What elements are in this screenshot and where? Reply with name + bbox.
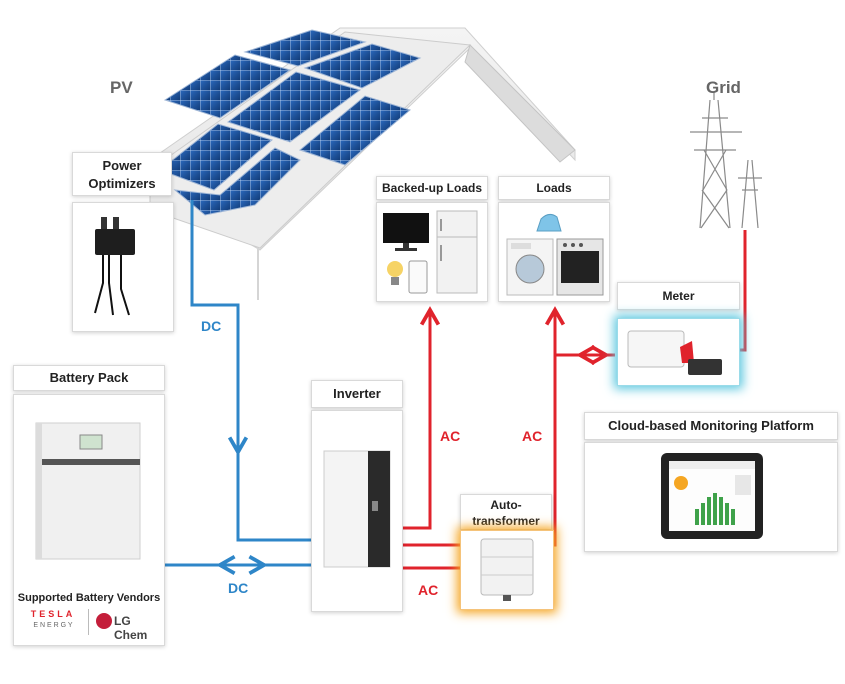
power-optimizer-icon [94, 217, 135, 316]
tesla-energy-logo: E N E R G Y [33, 622, 73, 629]
meter-device-icon [627, 330, 722, 375]
lg-logo-icon [96, 613, 112, 629]
backed-up-loads-title: Backed-up Loads [376, 176, 488, 200]
inverter-icon [323, 450, 391, 568]
meter-panel [617, 318, 740, 386]
cloud-platform-title: Cloud-based Monitoring Platform [584, 412, 838, 440]
dc-wiring [162, 200, 318, 576]
tv-icon [383, 213, 429, 251]
power-optimizers-panel [72, 202, 174, 332]
inverter-title: Inverter [311, 380, 403, 408]
supported-vendors-label: Supported Battery Vendors [17, 592, 161, 604]
loads-panel [498, 202, 610, 302]
oven-icon [556, 238, 604, 296]
power-tower-icon [690, 92, 762, 229]
inverter-panel [311, 410, 403, 612]
meter-title: Meter [617, 282, 740, 310]
power-optimizers-title: Power Optimizers [72, 152, 172, 196]
dc-label-pv: DC [201, 318, 222, 334]
ac-label-loads: AC [522, 428, 543, 444]
cloud-platform-panel [584, 442, 838, 552]
ac-label-backed-up: AC [440, 428, 461, 444]
tablet-icon [661, 453, 763, 539]
light-bulb-icon [387, 261, 403, 285]
fridge-icon [436, 210, 478, 294]
lg-chem-logo: LG Chem [114, 614, 148, 642]
ac-wiring [400, 230, 747, 570]
washing-machine-icon [506, 238, 554, 296]
phone-icon [408, 260, 428, 294]
autotransformer-title: Auto- transformer [460, 494, 552, 530]
dc-label-battery: DC [228, 580, 249, 596]
backed-up-loads-panel [376, 202, 488, 302]
battery-icon [35, 422, 141, 560]
pv-label: PV [110, 78, 133, 97]
autotransformer-panel [460, 530, 554, 610]
battery-pack-panel: Supported Battery Vendors TESLA E N E R … [13, 394, 165, 646]
battery-pack-title: Battery Pack [13, 365, 165, 391]
loads-title: Loads [498, 176, 610, 200]
vendor-divider [88, 609, 89, 635]
grid-label: Grid [706, 78, 741, 97]
tesla-logo: TESLA [30, 609, 76, 619]
ac-label-autotransformer: AC [418, 582, 439, 598]
iron-icon [536, 213, 562, 232]
solar-panel-array [158, 29, 422, 216]
autotransformer-icon [480, 538, 534, 601]
